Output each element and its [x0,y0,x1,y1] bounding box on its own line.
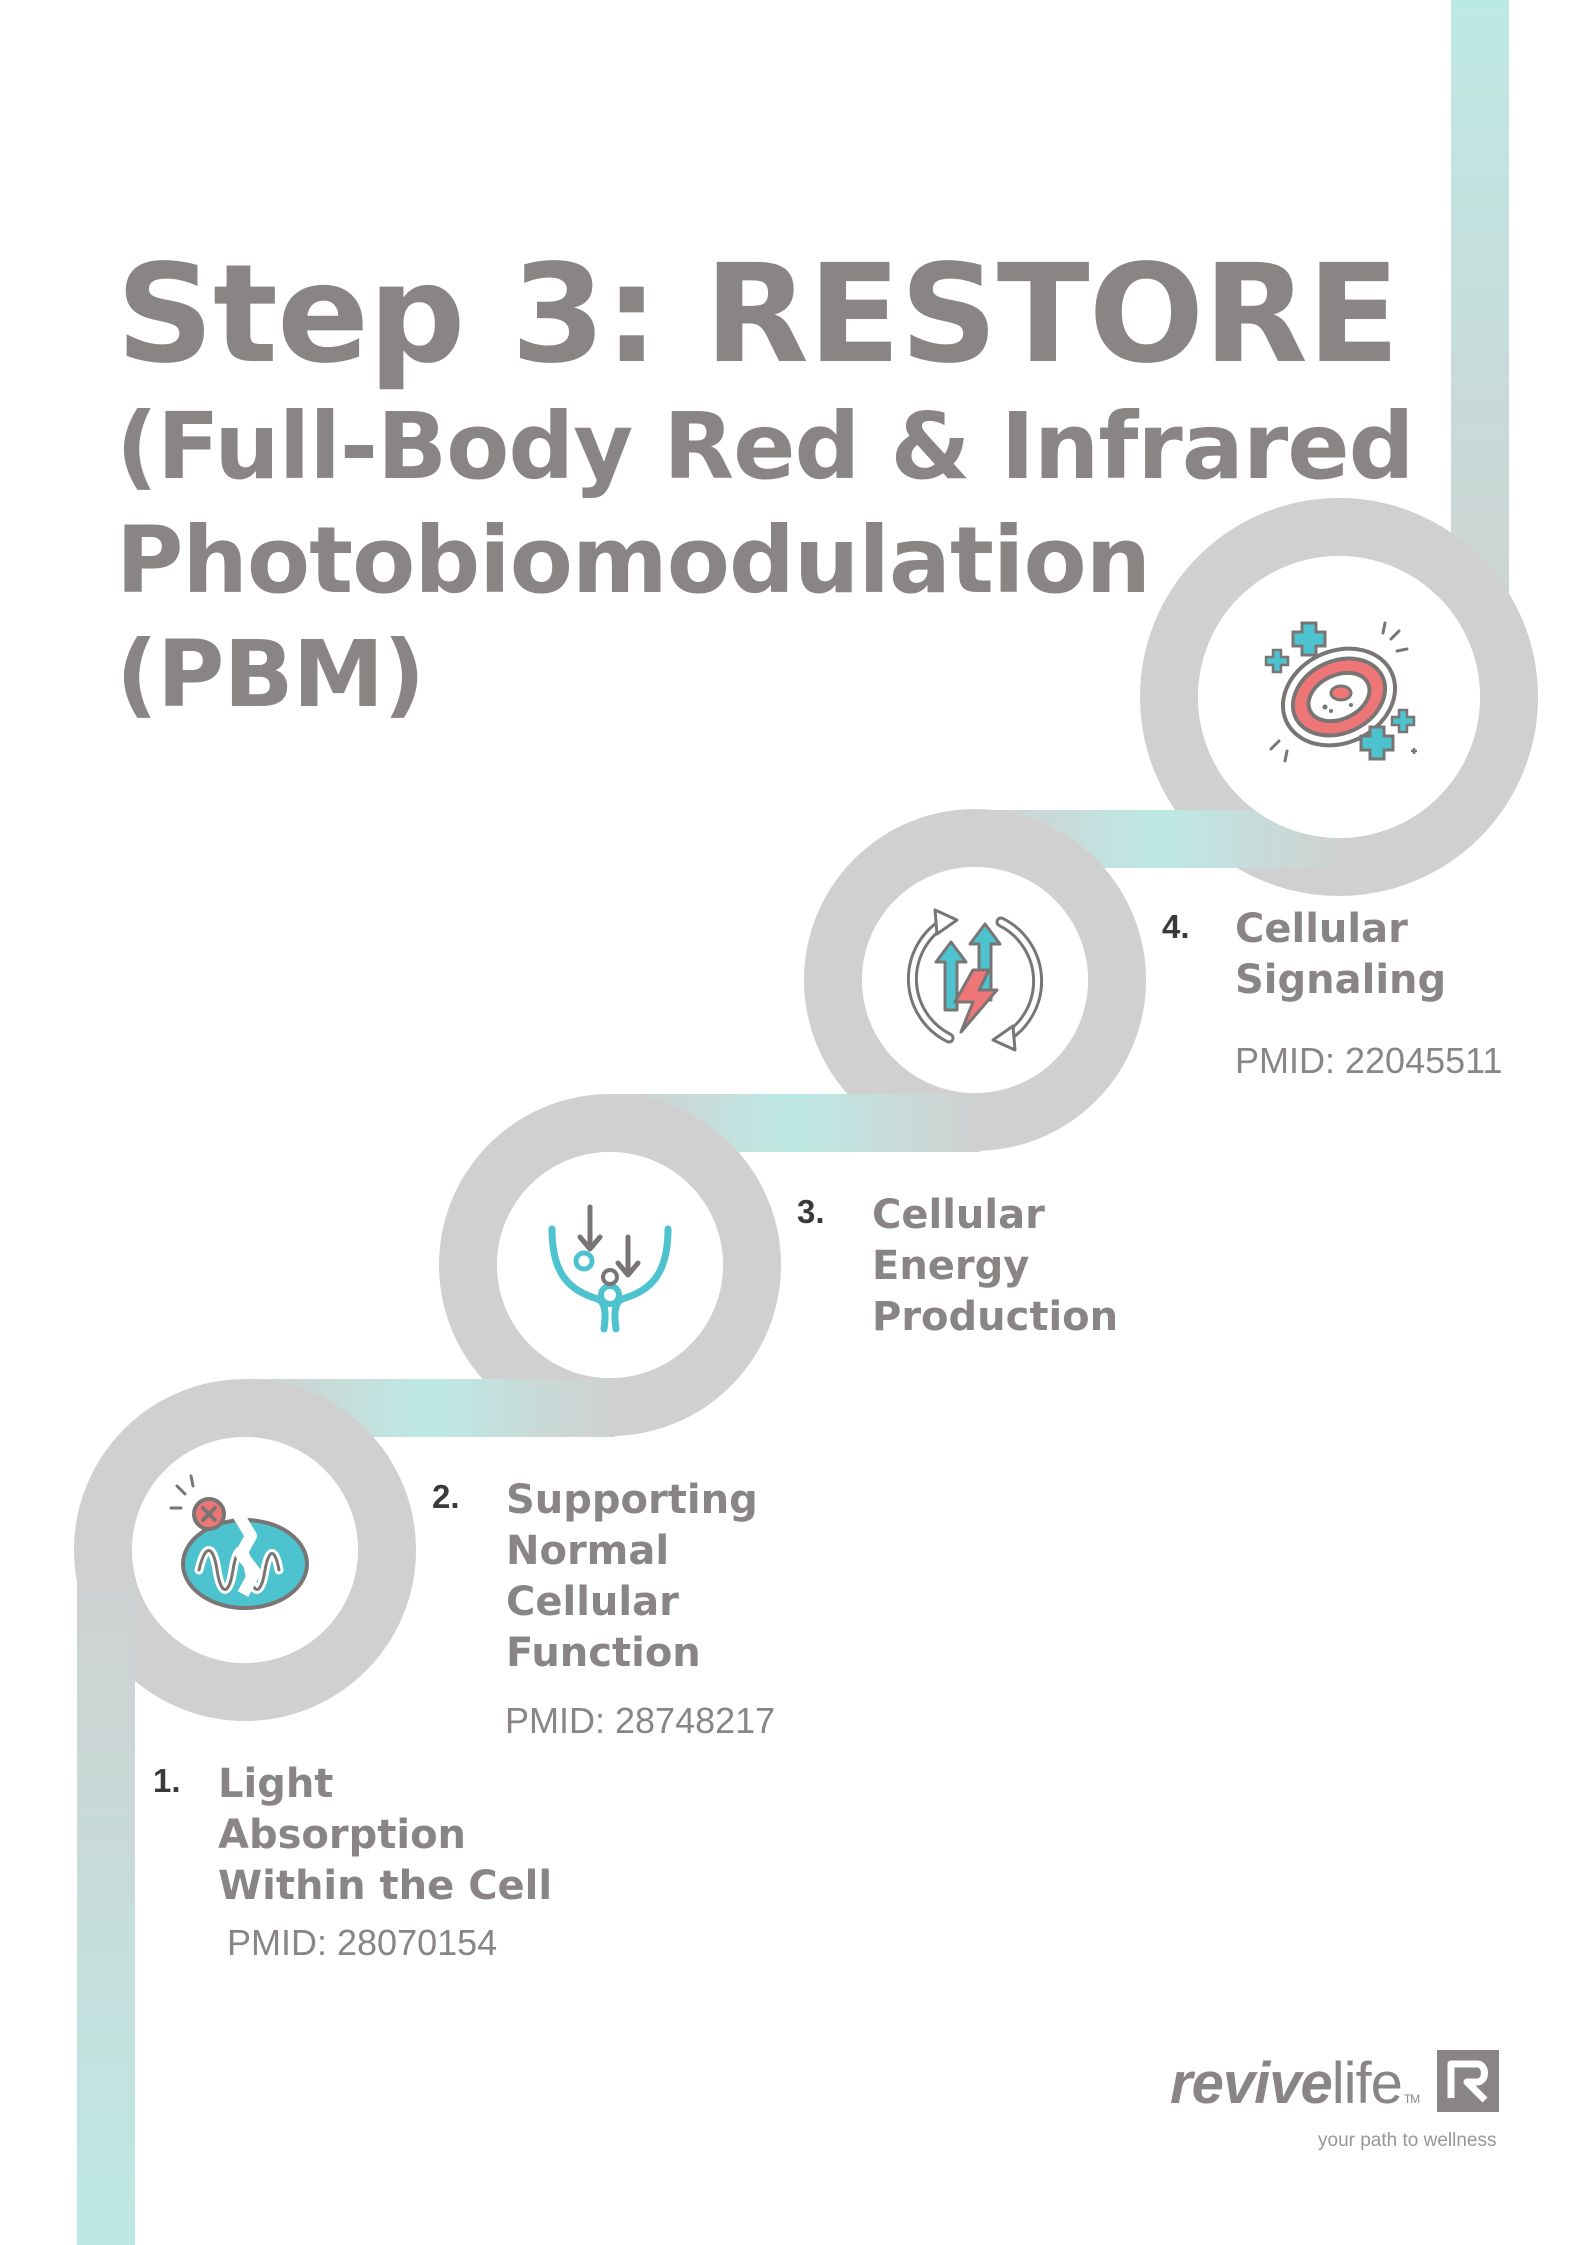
step-2-label: Supporting Normal Cellular Function [506,1475,758,1679]
subtitle-line-1: (Full-Body Red & Infrared [116,393,1414,500]
path-segment-bottom-vertical [77,1545,135,2245]
step-4-label-line: Cellular [1235,906,1408,952]
step-1-label-line: Within the Cell [218,1863,553,1909]
step-1-number: 1. [153,1762,181,1799]
brand-trademark: TM [1403,2092,1420,2106]
step-4-number: 4. [1162,908,1190,945]
step-1-label-line: Absorption [218,1812,467,1858]
step-3-number: 3. [797,1193,825,1230]
subtitle-line-3: (PBM) [116,621,425,728]
step-2-pmid: PMID: 28748217 [505,1700,776,1741]
step-3-label-line: Production [872,1294,1119,1340]
step-1-label-line: Light [218,1761,334,1807]
mitochondria-icon [169,1474,309,1610]
brand-tagline: your path to wellness [1318,2130,1497,2151]
brand-name-bold: revive [1170,2051,1333,2116]
cell-membrane-transport-icon [548,1204,672,1333]
subtitle-line-2: Photobiomodulation [116,507,1151,614]
step-1-label: Light Absorption Within the Cell [218,1759,552,1912]
step-3-label-line: Energy [872,1243,1030,1289]
title-block: Step 3: RESTORE (Full-Body Red & Infrare… [116,240,1416,732]
step-2-label-line: Function [506,1630,701,1676]
step-2-label-line: Supporting [506,1477,758,1523]
page-title: Step 3: RESTORE [116,236,1400,394]
step-2-label-line: Cellular [506,1579,679,1625]
step-1-pmid: PMID: 28070154 [227,1922,498,1963]
brand-mark-icon [1437,2050,1499,2112]
step-2-number: 2. [432,1478,460,1515]
step-4-label-line: Signaling [1235,957,1447,1003]
healthy-cell-icon [1264,621,1417,763]
step-4-pmid: PMID: 22045511 [1235,1040,1503,1081]
energy-cycle-icon [906,908,1044,1052]
step-4-label: Cellular Signaling [1235,904,1446,1006]
step-3-label-line: Cellular [872,1192,1045,1238]
brand-name-light: life [1331,2051,1403,2116]
step-3-label: Cellular Energy Production [872,1190,1118,1343]
step-2-label-line: Normal [506,1528,670,1574]
